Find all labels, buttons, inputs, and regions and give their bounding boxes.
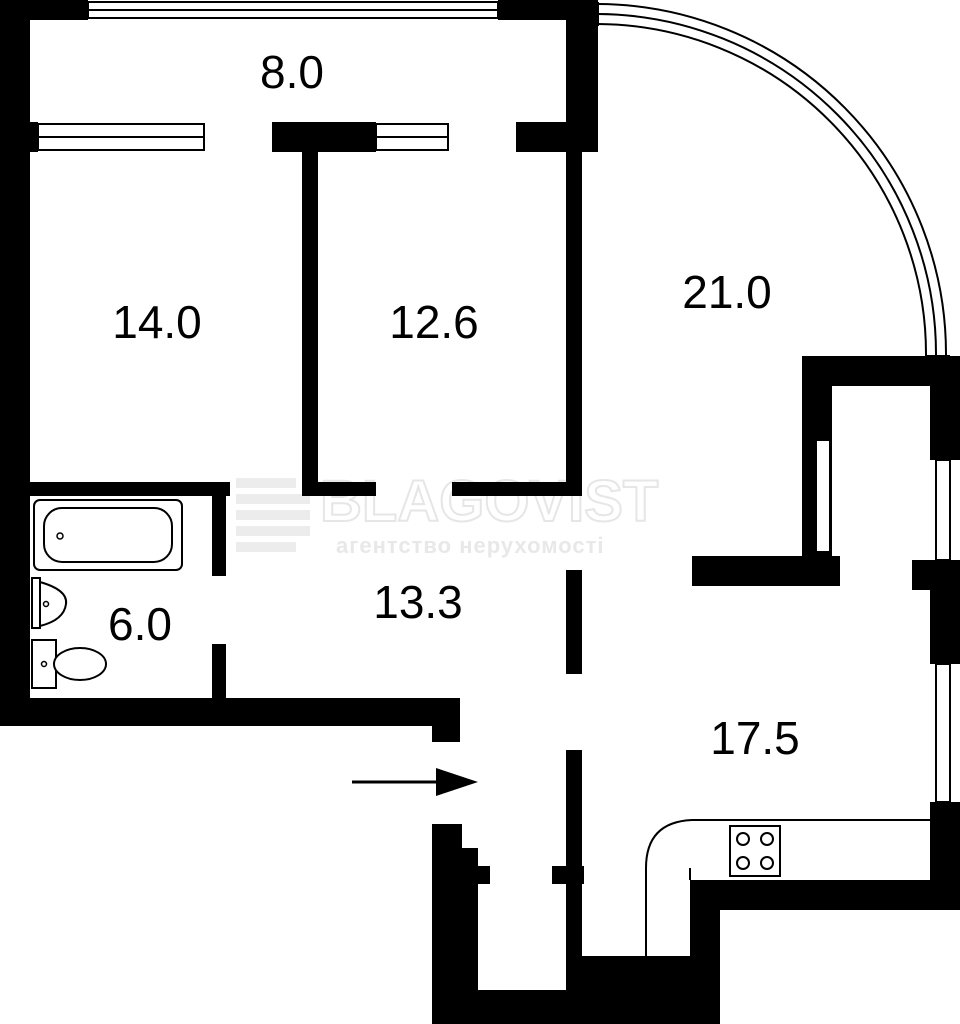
stove-icon — [729, 825, 781, 877]
watermark-brand: BLAGOVIST — [320, 469, 658, 534]
room-area-bedroom-2: 12.6 — [389, 296, 479, 348]
windows — [37, 1, 951, 803]
watermark-tagline: агентство нерухомості — [336, 533, 604, 558]
watermark-logo-icon — [236, 478, 310, 552]
kitchen-counter — [645, 819, 930, 956]
bathtub-icon — [33, 499, 183, 571]
room-area-bedroom-1: 14.0 — [112, 296, 202, 348]
room-area-bathroom: 6.0 — [108, 598, 172, 650]
room-area-living-room: 21.0 — [682, 266, 772, 318]
toilet-icon — [31, 639, 107, 689]
entrance-arrow-icon — [352, 768, 478, 796]
room-labels: 8.0 14.0 12.6 21.0 13.3 6.0 17.5 — [108, 46, 800, 764]
room-area-hallway: 13.3 — [373, 576, 463, 628]
room-area-balcony: 8.0 — [260, 46, 324, 98]
sink-icon — [31, 577, 68, 629]
watermark: BLAGOVIST агентство нерухомості — [236, 468, 659, 558]
room-area-kitchen: 17.5 — [710, 712, 800, 764]
